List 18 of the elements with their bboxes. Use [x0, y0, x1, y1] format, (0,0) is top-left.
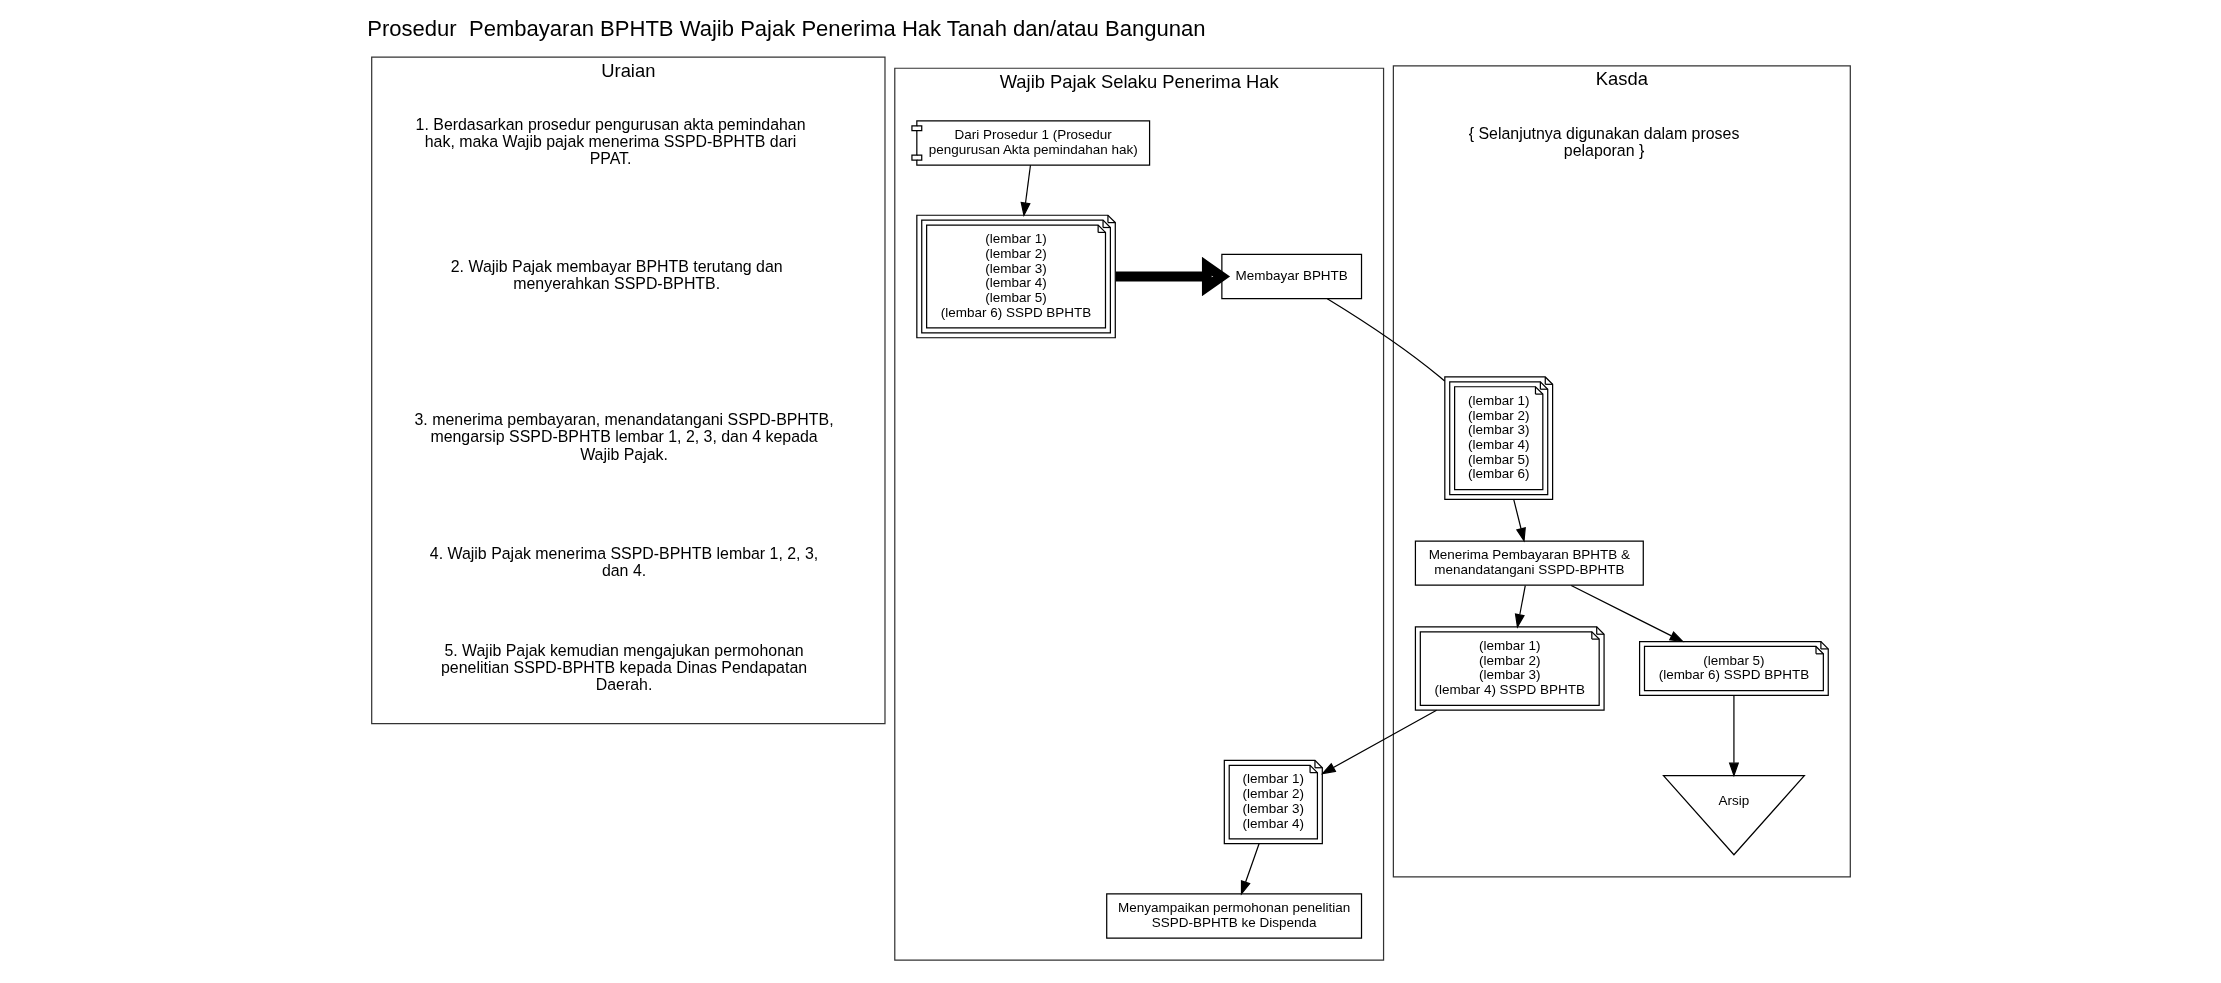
label: 1. Berdasarkan prosedur pengurusan akta pemindahan hak, maka Wajib pajak menerima SSPD-BPHTB dari PPAT.: [415, 116, 806, 168]
arrow: [1514, 585, 1526, 629]
arrow: [1019, 164, 1031, 218]
node-box: Menerima Pembayaran BPHTB & menandatangani SSPD-BPHTB: [1414, 540, 1644, 586]
node-box: Menyampaikan permohonan penelitian SSPD-BPHTB ke Dispenda: [1105, 893, 1362, 939]
node-box: Membayar BPHTB: [1220, 253, 1362, 300]
diagram-title: Prosedur Pembayaran BPHTB Wajib Pajak Penerima Hak Tanah dan/atau Bangunan: [366, 15, 1205, 41]
label: 3. menerima pembayaran, menandatangani SSPD-BPHTB, mengarsip SSPD-BPHTB lembar 1, 2, 3, dan 4 kepada Wajib Pajak.: [414, 411, 834, 463]
label: 4. Wajib Pajak menerima SSPD-BPHTB lembar 1, 2, 3, dan 4.: [429, 544, 818, 579]
connector: [1326, 298, 1445, 382]
arrow: [1728, 695, 1739, 778]
arrow: [1512, 499, 1526, 543]
label: 5. Wajib Pajak kemudian mengajukan permohonan penelitian SSPD-BPHTB kepada Dinas Pendapatan Daerah.: [440, 641, 807, 693]
arrow: [1115, 256, 1230, 297]
arrow: [1320, 709, 1437, 775]
arrow: [1240, 843, 1260, 896]
label: 2. Wajib Pajak membayar BPHTB terutang dan menyerahkan SSPD-BPHTB.: [450, 258, 783, 293]
label: { Selanjutnya digunakan dalam proses pelaporan }: [1468, 124, 1739, 159]
